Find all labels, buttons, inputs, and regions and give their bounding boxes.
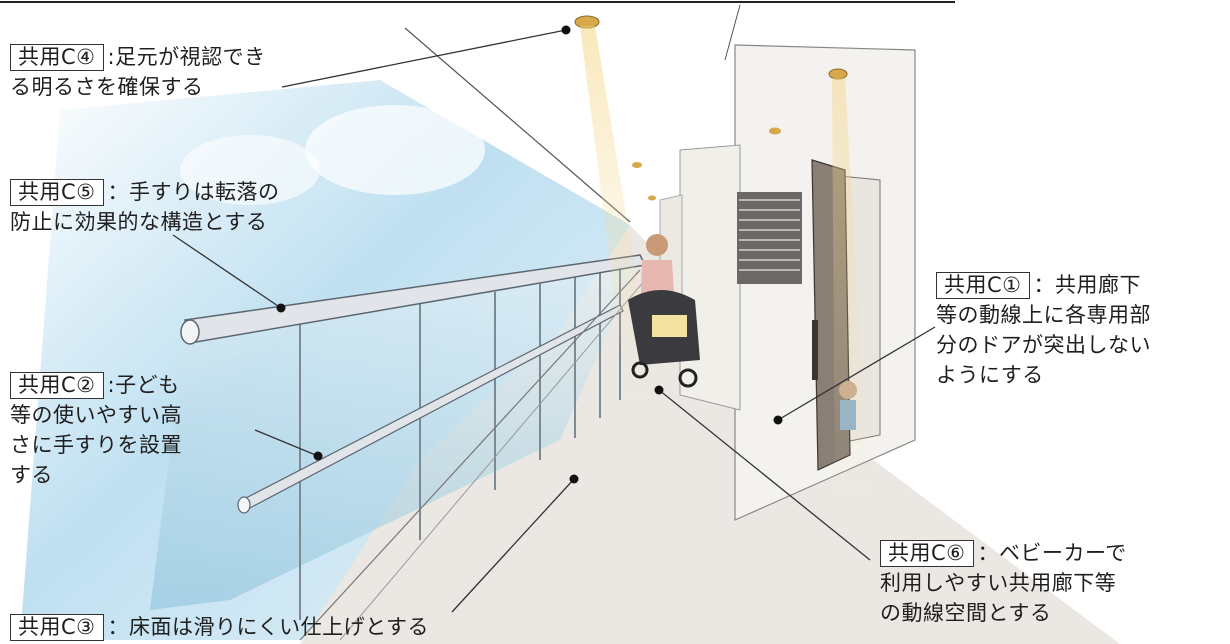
callout-text: 利用しやすい共用廊下等 — [880, 571, 1117, 595]
callout-text: :足元が視認でき — [107, 45, 266, 69]
callout-c5: 共用C⑤：手すりは転落の 防止に効果的な構造とする — [10, 177, 280, 237]
railing-glass — [150, 258, 640, 610]
handrail-end — [180, 319, 200, 345]
callout-text: 等の使いやすい高 — [10, 403, 182, 427]
callout-text: ：共用廊下 — [1033, 273, 1141, 297]
leader-line-c2 — [254, 429, 319, 457]
callout-tag-c3: 共用C③ — [10, 614, 104, 641]
stroller-wheel — [678, 368, 698, 388]
callout-c3: 共用C③：床面は滑りにくい仕上げとする — [10, 612, 429, 642]
callout-text: :子ども — [107, 373, 180, 397]
stroller-baby — [652, 315, 687, 337]
leader-dot-c4 — [561, 25, 571, 35]
callout-tag-c1: 共用C① — [936, 272, 1030, 299]
callout-text: る明るさを確保する — [10, 75, 204, 99]
callout-text: ：ベビーカーで — [977, 541, 1127, 565]
callout-tag-c5: 共用C⑤ — [10, 179, 104, 206]
callout-text: さに手すりを設置 — [10, 433, 182, 457]
callout-text: 等の動線上に各専用部 — [936, 303, 1151, 327]
callout-text: ：手すりは転落の — [107, 180, 280, 204]
leader-line-c4 — [281, 29, 567, 88]
ceiling-edge — [404, 27, 631, 223]
callout-c2: 共用C②:子ども 等の使いやすい高 さに手すりを設置 する — [10, 370, 182, 490]
woman-figure — [646, 234, 668, 256]
ceiling-light — [632, 162, 642, 168]
callout-tag-c2: 共用C② — [10, 372, 104, 399]
ceiling-edge — [724, 4, 741, 61]
cloud — [180, 135, 320, 205]
ceiling-light — [769, 127, 781, 135]
callout-text: 分のドアが突出しない — [936, 333, 1151, 357]
cloud — [305, 105, 485, 195]
window-louver — [737, 192, 802, 284]
callout-text: ：床面は滑りにくい仕上げとする — [107, 615, 429, 639]
callout-c1: 共用C①：共用廊下 等の動線上に各専用部 分のドアが突出しない ようにする — [936, 270, 1151, 390]
callout-text: 防止に効果的な構造とする — [10, 210, 268, 234]
handrail-end — [237, 496, 251, 514]
leader-lines — [172, 29, 936, 613]
callout-c4: 共用C④:足元が視認でき る明るさを確保する — [10, 42, 266, 102]
ceiling-light — [828, 68, 848, 80]
door-handle — [812, 320, 818, 380]
callout-text: ようにする — [936, 363, 1044, 387]
leader-line-c3 — [451, 478, 575, 613]
leader-dots — [276, 25, 783, 484]
callout-text: する — [10, 463, 53, 487]
callout-text: の動線空間とする — [880, 601, 1052, 625]
leader-dot-c6 — [654, 385, 664, 395]
leader-dot-c2 — [313, 451, 323, 461]
light-beam — [832, 78, 870, 520]
ceiling-light — [648, 195, 656, 201]
leader-line-c5 — [172, 234, 282, 309]
leader-dot-c5 — [276, 303, 286, 313]
corridor-floor — [300, 225, 1120, 644]
floor-edge — [299, 269, 641, 641]
leader-dot-c1 — [773, 415, 783, 425]
callout-tag-c6: 共用C⑥ — [880, 540, 974, 567]
floor-edge — [339, 279, 646, 641]
leader-line-c6 — [658, 389, 871, 561]
leader-dot-c3 — [569, 474, 579, 484]
callout-tag-c4: 共用C④ — [10, 44, 104, 71]
stroller-wheel — [631, 361, 649, 379]
callout-c6: 共用C⑥：ベビーカーで 利用しやすい共用廊下等 の動線空間とする — [880, 538, 1127, 628]
leader-line-c1 — [777, 326, 936, 421]
